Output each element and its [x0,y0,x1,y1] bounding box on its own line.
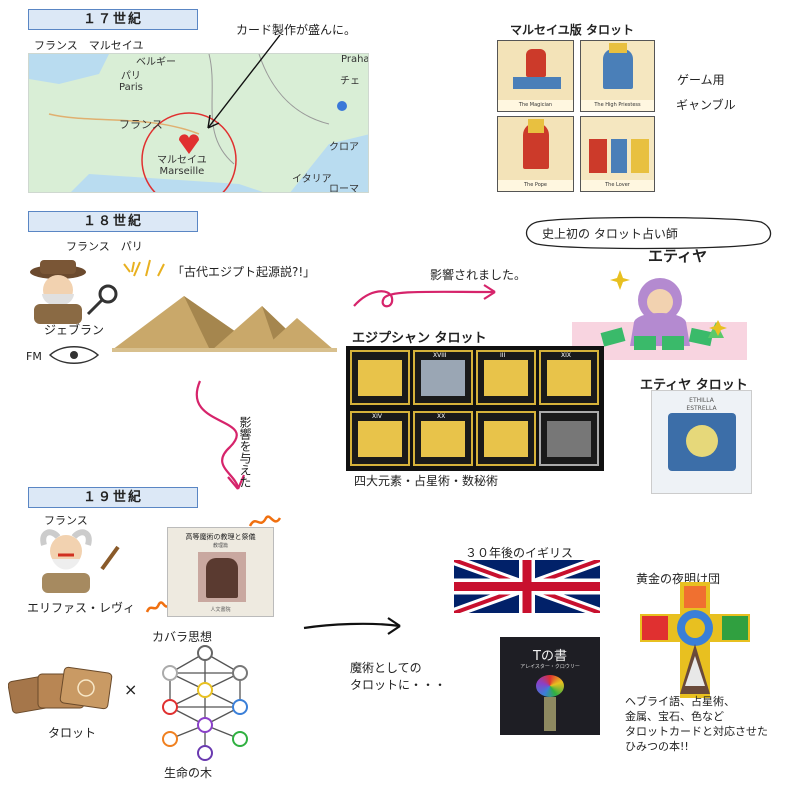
card-magician: The Magician [497,40,574,112]
egy-card-1 [350,350,410,405]
century-18-header: １８世紀 [28,211,198,232]
map-czech: チェ [340,76,360,87]
egy-card-5: XIV [350,411,410,466]
etteilla-tarot-title: エティヤ タロット [640,378,748,393]
magic-note: 魔術としてのタロットに・・・ [350,661,447,692]
card-high-priestess: The High Priestess [580,40,655,112]
tarot-cards-illustration [8,666,113,714]
levi-illustration [40,529,120,593]
etteilla-card: ETHILLA ESTRELLA [651,390,752,494]
first-reader-note: 史上初の タロット占い師 [542,227,678,241]
eye-symbol-icon [48,346,100,364]
influence-arrow-pink [353,284,496,308]
arrow-to-magic [303,617,401,635]
egyptian-caption: 四大元素・占星術・数秘術 [354,474,499,488]
map-italy: イタリア [292,174,332,185]
map-graphic [29,54,368,192]
sparkle-icon [133,259,165,277]
map-france-label: フランス [119,118,163,131]
uk-flag [454,560,600,613]
card-lover: The Lover [580,116,655,192]
map-belgium: ベルギー [136,57,176,68]
book-of-thoth: Tの書 アレイスター・クロウリー [500,637,600,735]
marseille-circle [141,112,237,192]
place-label-19: フランス [44,514,88,527]
gebelin-illustration [30,260,135,324]
golden-dawn-rose-cross [640,582,750,698]
kabbalah-label: カバラ思想 [152,630,213,644]
tree-of-life [162,645,248,761]
egy-card-7 [476,411,536,466]
correspondence-note: ヘブライ語、占星術、 金属、宝石、色など タロットカードと対応させた ひみつの本… [625,695,768,753]
influenced-note: 影響されました。 [430,268,527,282]
squiggle-orange [248,515,282,527]
tarot-label: タロット [48,726,97,740]
egy-card-4: XIX [539,350,599,405]
century-17-header: １７世紀 [28,9,198,30]
speech-bubble [525,216,772,250]
egyptian-tarot-title: エジプシャン タロット [352,331,487,346]
egypt-origin-claim: 「古代エジプト起源説?!」 [172,265,316,279]
egy-card-3: III [476,350,536,405]
pyramids-illustration [112,296,337,352]
influence-vertical-note: 影響を与えた [238,416,252,488]
levi-name: エリファス・レヴィ [27,601,136,615]
card-production-note: カード製作が盛んに。 [236,23,357,37]
etteilla-illustration [600,270,727,350]
card-pope: The Pope [497,116,574,192]
place-label-17: フランス マルセイユ [34,39,144,52]
marseille-tarot-title: マルセイユ版 タロット [510,23,634,37]
place-label-18: フランス パリ [66,240,143,253]
squiggle-orange-2 [145,601,171,613]
map-rome: ローマ [329,184,359,193]
note-arrow [207,34,281,129]
etteilla-name: エティヤ [648,247,708,265]
levi-book: 高等魔術の教理と祭儀 教理篇 人文書院 [167,527,274,617]
tree-of-life-label: 生命の木 [164,766,213,780]
map-praha: Praha [341,54,369,65]
map-croatia: クロア [329,142,359,153]
influence-arrow-down [195,380,246,490]
fm-label: FM [26,350,42,363]
century-19-header: １９世紀 [28,487,198,508]
gebelin-name: ジェブラン [44,323,105,337]
uk-label: ３０年後のイギリス [465,546,574,560]
egy-card-6: XX [413,411,473,466]
usage-gamble: ギャンブル [676,98,736,112]
times-symbol: × [124,680,138,699]
egy-card-8 [539,411,599,466]
usage-game: ゲーム用 [677,73,725,87]
egy-card-2: XVIII [413,350,473,405]
